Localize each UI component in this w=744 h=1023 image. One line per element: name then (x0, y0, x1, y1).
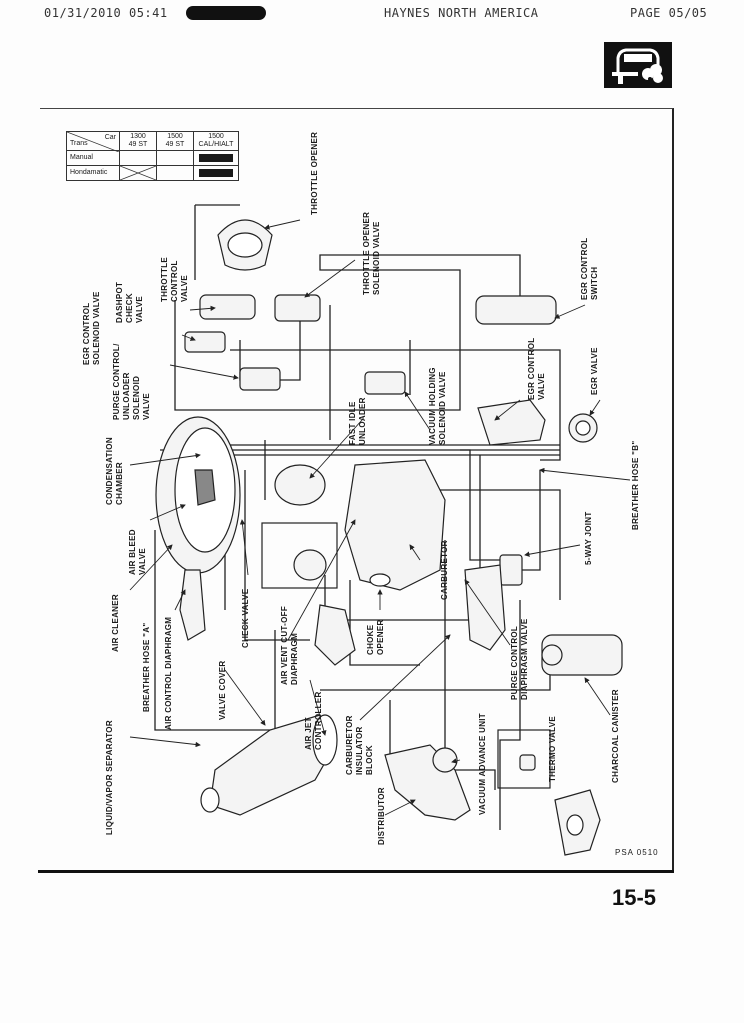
label-purge-control-diaphragm: PURGE CONTROL DIAPHRAGM VALVE (510, 618, 529, 700)
redacted-sender-number (186, 6, 266, 20)
table-row: Manual (66, 150, 239, 166)
vacuum-advance-unit (432, 747, 458, 773)
car-emissions-icon (604, 42, 672, 88)
fast-idle-unloader (274, 464, 326, 506)
label-egr-control-switch: EGR CONTROL SWITCH (580, 237, 599, 300)
label-dashpot-check-valve: DASHPOT CHECK VALVE (115, 281, 144, 323)
carburetor (344, 459, 446, 591)
purge-unloader-solenoid (239, 367, 281, 391)
label-air-control-diaphragm: AIR CONTROL DIAPHRAGM (164, 616, 173, 730)
page-number: 15-5 (612, 885, 657, 910)
figure-code: PSA 0510 (615, 848, 659, 857)
table-row: Hondamatic (66, 165, 239, 181)
label-distributor: DISTRIBUTOR (377, 787, 386, 845)
hose (174, 254, 521, 411)
hose (499, 600, 521, 830)
label-breather-hose-a: BREATHER HOSE "A" (142, 622, 151, 712)
label-condensation-chamber: CONDENSATION CHAMBER (105, 437, 124, 505)
applicability-table: Car Trans 1300 49 ST 1500 49 ST 1500 CAL… (66, 131, 239, 181)
label-carburetor-insulator: CARBURETOR INSULATOR BLOCK (345, 715, 374, 775)
label-check-valve: CHECK VALVE (241, 588, 250, 648)
label-valve-cover: VALVE COVER (218, 660, 227, 720)
label-purge-control-unloader: PURGE CONTROL/ UNLOADER SOLENOID VALVE (112, 343, 151, 420)
row-label: Hondamatic (66, 165, 120, 181)
label-air-jet-controller: AIR JET CONTROLLER (304, 691, 323, 750)
label-choke-opener: CHOKE OPENER (366, 619, 385, 655)
hose (460, 449, 500, 561)
air-vent-cutoff-box (261, 522, 338, 589)
label-charcoal-canister: CHARCOAL CANISTER (611, 689, 620, 783)
hose (230, 349, 561, 461)
label-throttle-opener-solenoid: THROTTLE OPENER SOLENOID VALVE (362, 211, 381, 295)
label-five-way-joint: 5-WAY JOINT (584, 511, 593, 565)
table-corner: Car Trans (66, 131, 120, 152)
choke-opener (314, 604, 356, 666)
hose (154, 530, 325, 731)
throttle-opener-solenoid (274, 294, 321, 322)
label-air-vent-cutoff: AIR VENT CUT-OFF DIAPHRAGM (280, 605, 299, 685)
label-air-cleaner: AIR CLEANER (111, 594, 120, 652)
air-intake-snout (179, 569, 206, 641)
vacuum-holding-solenoid (364, 371, 406, 395)
corner-car-label: Car (104, 134, 116, 141)
label-breather-hose-b: BREATHER HOSE "B" (631, 440, 640, 530)
fax-datetime: 01/31/2010 05:41 (44, 6, 168, 20)
fax-sender: HAYNES NORTH AMERICA (384, 6, 539, 20)
label-throttle-control-valve: THROTTLE CONTROL VALVE (160, 256, 189, 302)
label-egr-control-valve: EGR CONTROL VALVE (527, 337, 546, 400)
label-fast-idle-unloader: FAST IDLE UNLOADER (348, 397, 367, 445)
five-way-joint (499, 554, 523, 586)
egr-control-switch (475, 295, 557, 325)
label-vacuum-holding-solenoid: VACUUM HOLDING SOLENOID VALVE (428, 367, 447, 445)
label-carburetor: CARBURETOR (440, 540, 449, 600)
page-rule (38, 870, 674, 873)
throttle-control-valve (199, 294, 256, 320)
label-egr-control-solenoid: EGR CONTROL SOLENOID VALVE (82, 291, 101, 365)
label-thermo-valve: THERMO VALVE (548, 716, 557, 782)
carburetor-insulator-block (464, 564, 506, 651)
hose (349, 580, 420, 666)
table-cell-crossed (119, 165, 157, 181)
label-air-bleed-valve: AIR BLEED VALVE (128, 529, 147, 575)
egr-control-solenoid (184, 331, 226, 353)
label-liquid-vapor-separator: LIQUID/VAPOR SEPARATOR (105, 720, 114, 835)
label-egr-valve: EGR VALVE (590, 347, 599, 395)
fax-page: PAGE 05/05 (630, 6, 708, 20)
corner-trans-label: Trans (70, 140, 88, 147)
label-vacuum-advance: VACUUM ADVANCE UNIT (478, 713, 487, 815)
table-cell-filled (193, 165, 239, 181)
thermo-valve-box (497, 729, 551, 789)
label-throttle-opener: THROTTLE OPENER (310, 131, 319, 215)
diagram-frame (40, 108, 674, 871)
egr-control-valve (477, 399, 546, 446)
